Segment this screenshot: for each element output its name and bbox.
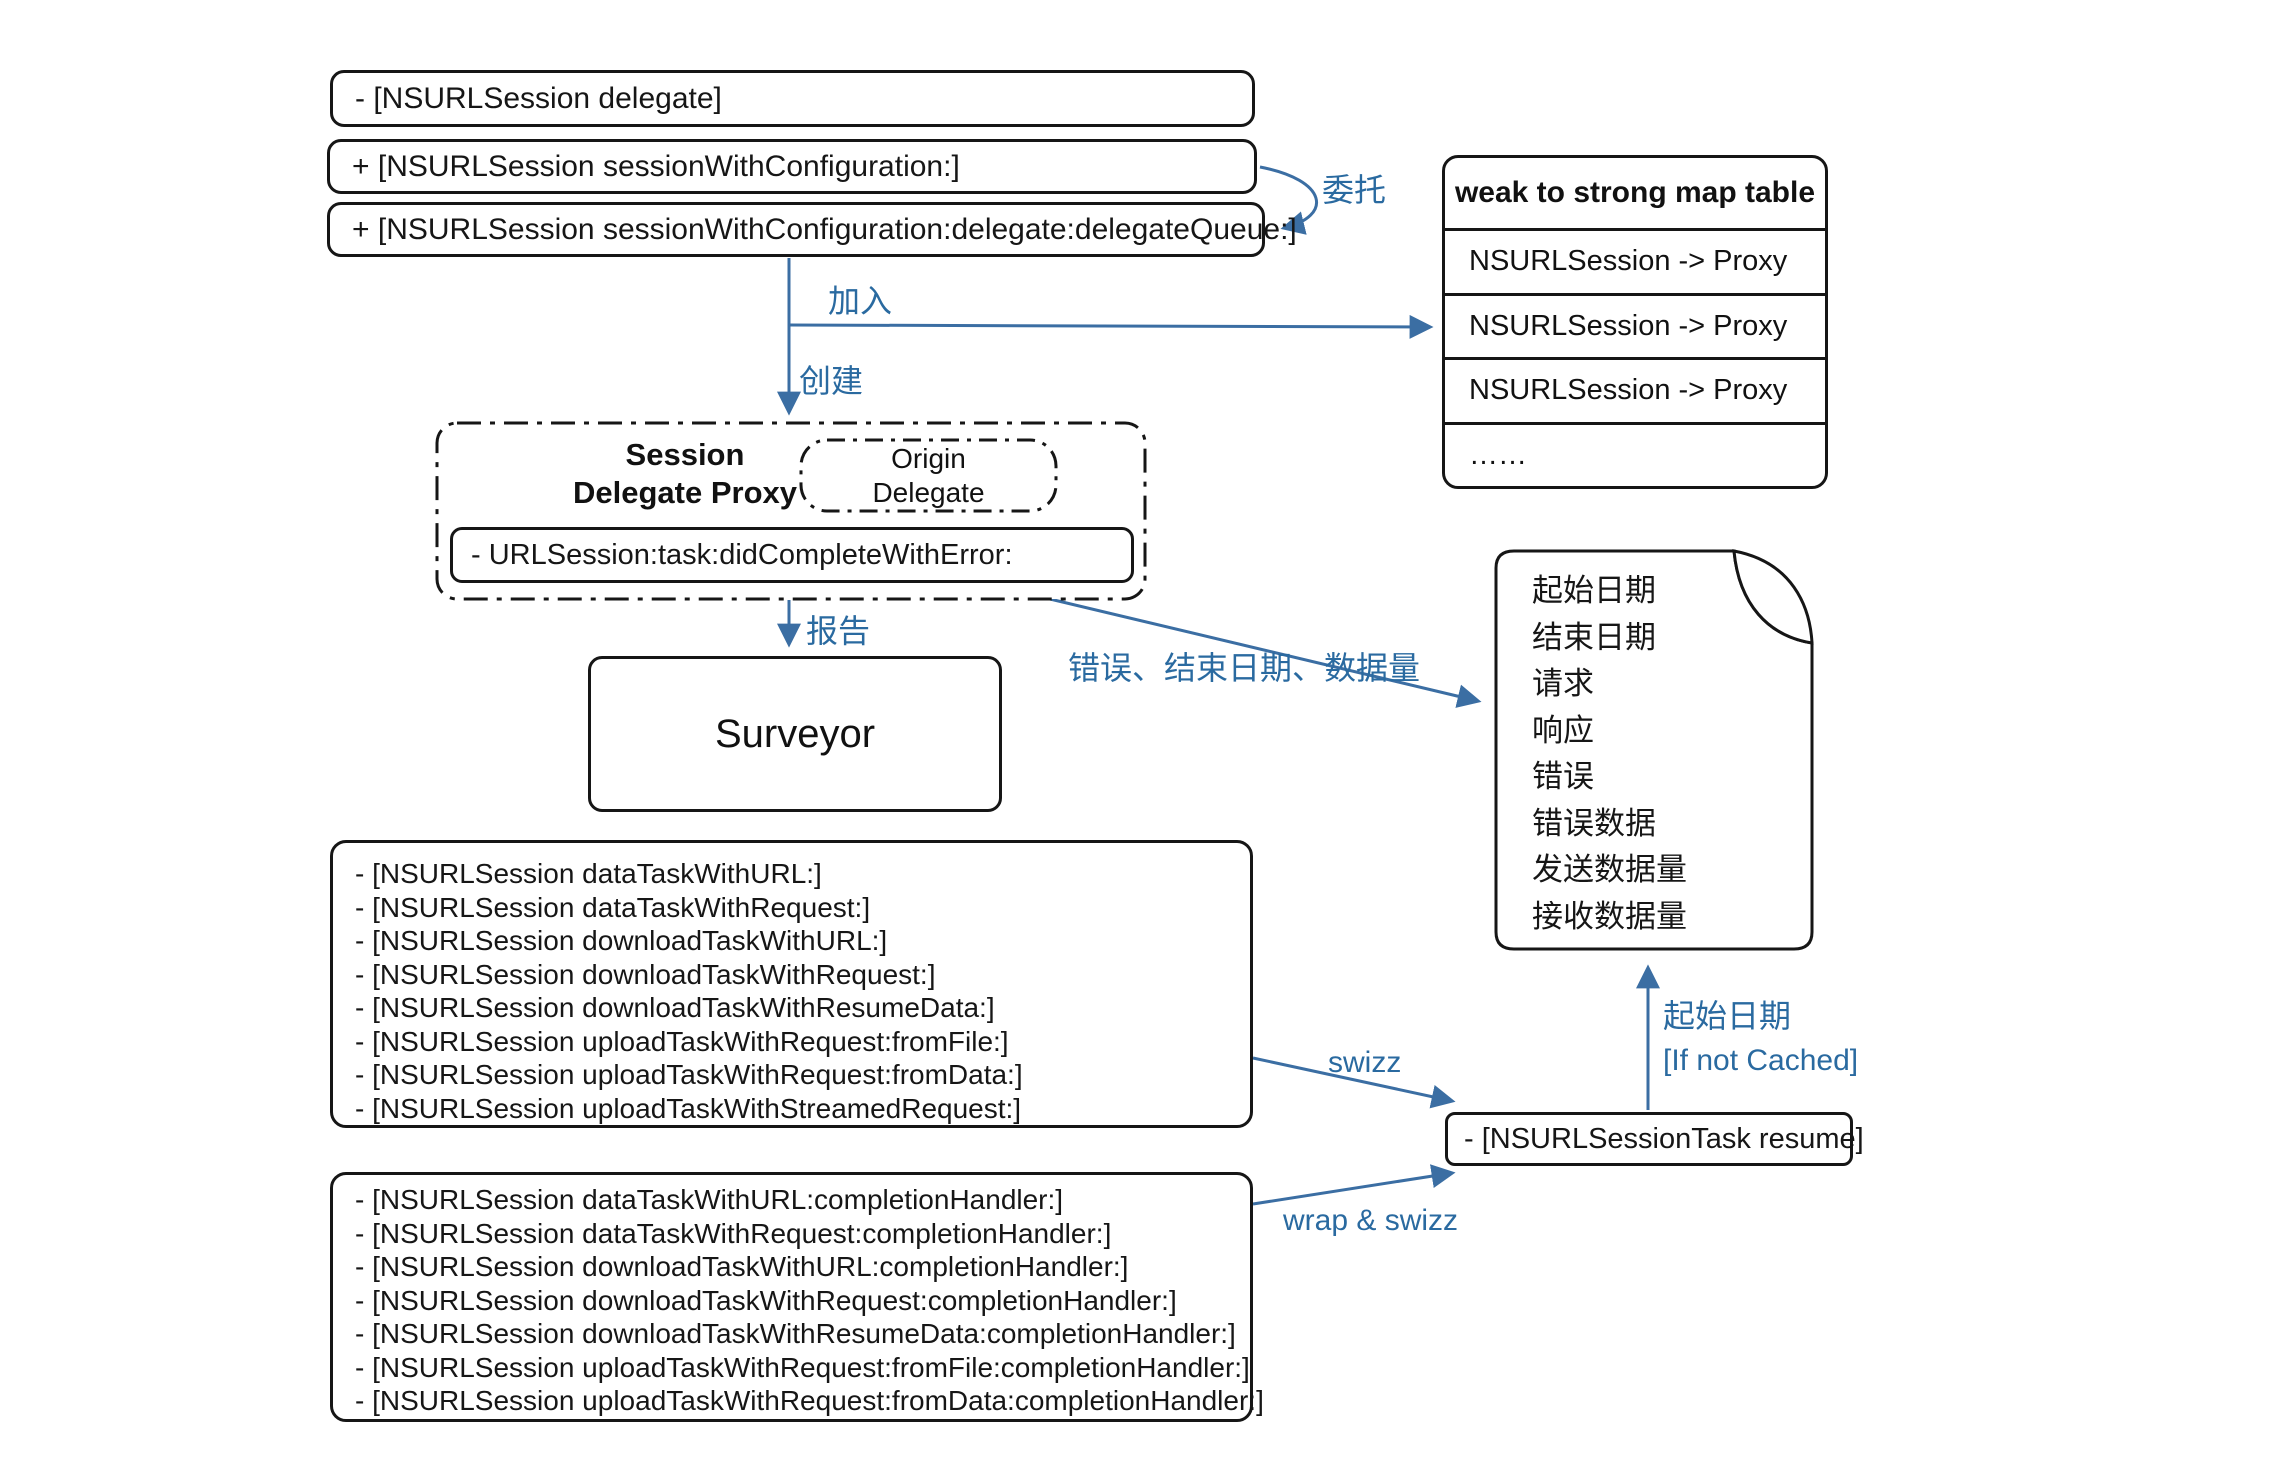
- task-method-line: - [NSURLSession uploadTaskWithRequest:fr…: [355, 1351, 1250, 1383]
- origin-label-line1: Origin: [891, 443, 966, 474]
- report-label: 报告: [806, 613, 871, 649]
- resume-method-box: - [NSURLSessionTask resume]: [1445, 1112, 1864, 1166]
- join-arrow: [788, 314, 1434, 339]
- proxy-title-line2: Delegate Proxy: [573, 475, 797, 510]
- surveyor-label: Surveyor: [714, 711, 876, 756]
- origin-label-line2: Delegate: [872, 477, 985, 508]
- task-method-line: - [NSURLSession uploadTaskWithRequest:fr…: [355, 1025, 1009, 1057]
- origin-delegate-box: [799, 438, 1058, 513]
- delegation-label: 委托: [1322, 172, 1387, 208]
- task-methods-box-2: - [NSURLSession dataTaskWithURL:completi…: [330, 1172, 1264, 1422]
- swizz-arrow: [1252, 1056, 1456, 1109]
- task-method-line: - [NSURLSession downloadTaskWithURL:comp…: [355, 1251, 1129, 1282]
- task-method-line: - [NSURLSession downloadTaskWithRequest:…: [355, 958, 936, 990]
- session-with-configuration-label: + [NSURLSession sessionWithConfiguration…: [352, 149, 960, 183]
- map-table-row: NSURLSession -> Proxy: [1445, 292, 1825, 358]
- record-document-line: 错误数据: [1532, 805, 1656, 841]
- record-document-line: 响应: [1532, 712, 1594, 748]
- join-label: 加入: [828, 283, 893, 319]
- session-with-configuration-delegate-queue-label: + [NSURLSession sessionWithConfiguration…: [352, 212, 1297, 246]
- create-label: 创建: [799, 363, 864, 399]
- error-info-arrow: [1007, 587, 1482, 708]
- record-document-line: 接收数据量: [1532, 898, 1687, 934]
- task-method-line: - [NSURLSession dataTaskWithURL:]: [355, 858, 822, 889]
- did-complete-method-label: - URLSession:task:didCompleteWithError:: [471, 538, 1013, 571]
- surveyor-box: Surveyor: [588, 656, 1002, 812]
- record-document-line: 结束日期: [1532, 619, 1656, 655]
- task-method-line: - [NSURLSession dataTaskWithURL:completi…: [355, 1184, 1064, 1215]
- record-document-line: 错误: [1532, 759, 1594, 794]
- did-complete-method-box: - URLSession:task:didCompleteWithError:: [450, 527, 1134, 583]
- task-methods-box-1: - [NSURLSession dataTaskWithURL:] - [NSU…: [330, 840, 1253, 1128]
- task-method-line: - [NSURLSession downloadTaskWithURL:]: [355, 925, 888, 956]
- task-method-line: - [NSURLSession downloadTaskWithResumeDa…: [355, 1318, 1236, 1349]
- record-document-lines: 起始日期 结束日期 请求 响应 错误 错误数据 发送数据量 接收数据量: [1532, 568, 1812, 940]
- proxy-title-line1: Session: [625, 437, 745, 472]
- session-delegate-proxy-title: Session Delegate Proxy: [500, 436, 870, 512]
- task-method-line: - [NSURLSession uploadTaskWithRequest:fr…: [355, 1059, 1023, 1090]
- map-table-row: ……: [1445, 421, 1825, 487]
- wrap-swizz-label: wrap & swizz: [1283, 1204, 1459, 1237]
- swizz-label: swizz: [1328, 1046, 1402, 1079]
- task-method-line: - [NSURLSession downloadTaskWithRequest:…: [355, 1284, 1177, 1316]
- map-table-row: NSURLSession -> Proxy: [1445, 228, 1825, 293]
- task-method-line: - [NSURLSession uploadTaskWithRequest:fr…: [355, 1385, 1264, 1416]
- task-method-line: - [NSURLSession downloadTaskWithResumeDa…: [355, 992, 995, 1023]
- document-fold-icon: [1732, 549, 1814, 645]
- delegation-arrow: [1259, 165, 1318, 235]
- if-not-cached-label: [If not Cached]: [1663, 1044, 1859, 1077]
- task-method-line: - [NSURLSession dataTaskWithRequest:comp…: [355, 1217, 1112, 1249]
- wrap-swizz-arrow: [1252, 1164, 1456, 1206]
- record-document-line: 请求: [1532, 666, 1594, 701]
- start-date-label: 起始日期: [1663, 998, 1792, 1034]
- task-method-line: - [NSURLSession uploadTaskWithStreamedRe…: [355, 1092, 1022, 1124]
- task-method-line: - [NSURLSession dataTaskWithRequest:]: [355, 891, 871, 923]
- map-table-row: NSURLSession -> Proxy: [1445, 357, 1825, 422]
- resume-method-label: - [NSURLSessionTask resume]: [1464, 1122, 1864, 1155]
- delegate-method-box: - [NSURLSession delegate]: [330, 70, 1255, 127]
- record-document-line: 起始日期: [1532, 573, 1656, 608]
- error-info-label: 错误、结束日期、数据量: [1068, 650, 1421, 686]
- session-with-configuration-delegate-queue-box: + [NSURLSession sessionWithConfiguration…: [327, 202, 1297, 257]
- origin-delegate-label: Origin Delegate: [801, 442, 1056, 510]
- map-table-title: weak to strong map table: [1454, 176, 1816, 209]
- delegate-method-label: - [NSURLSession delegate]: [355, 81, 722, 115]
- record-document-line: 发送数据量: [1532, 852, 1687, 887]
- map-table: weak to strong map table NSURLSession ->…: [1442, 155, 1828, 489]
- session-with-configuration-box: + [NSURLSession sessionWithConfiguration…: [327, 139, 1257, 194]
